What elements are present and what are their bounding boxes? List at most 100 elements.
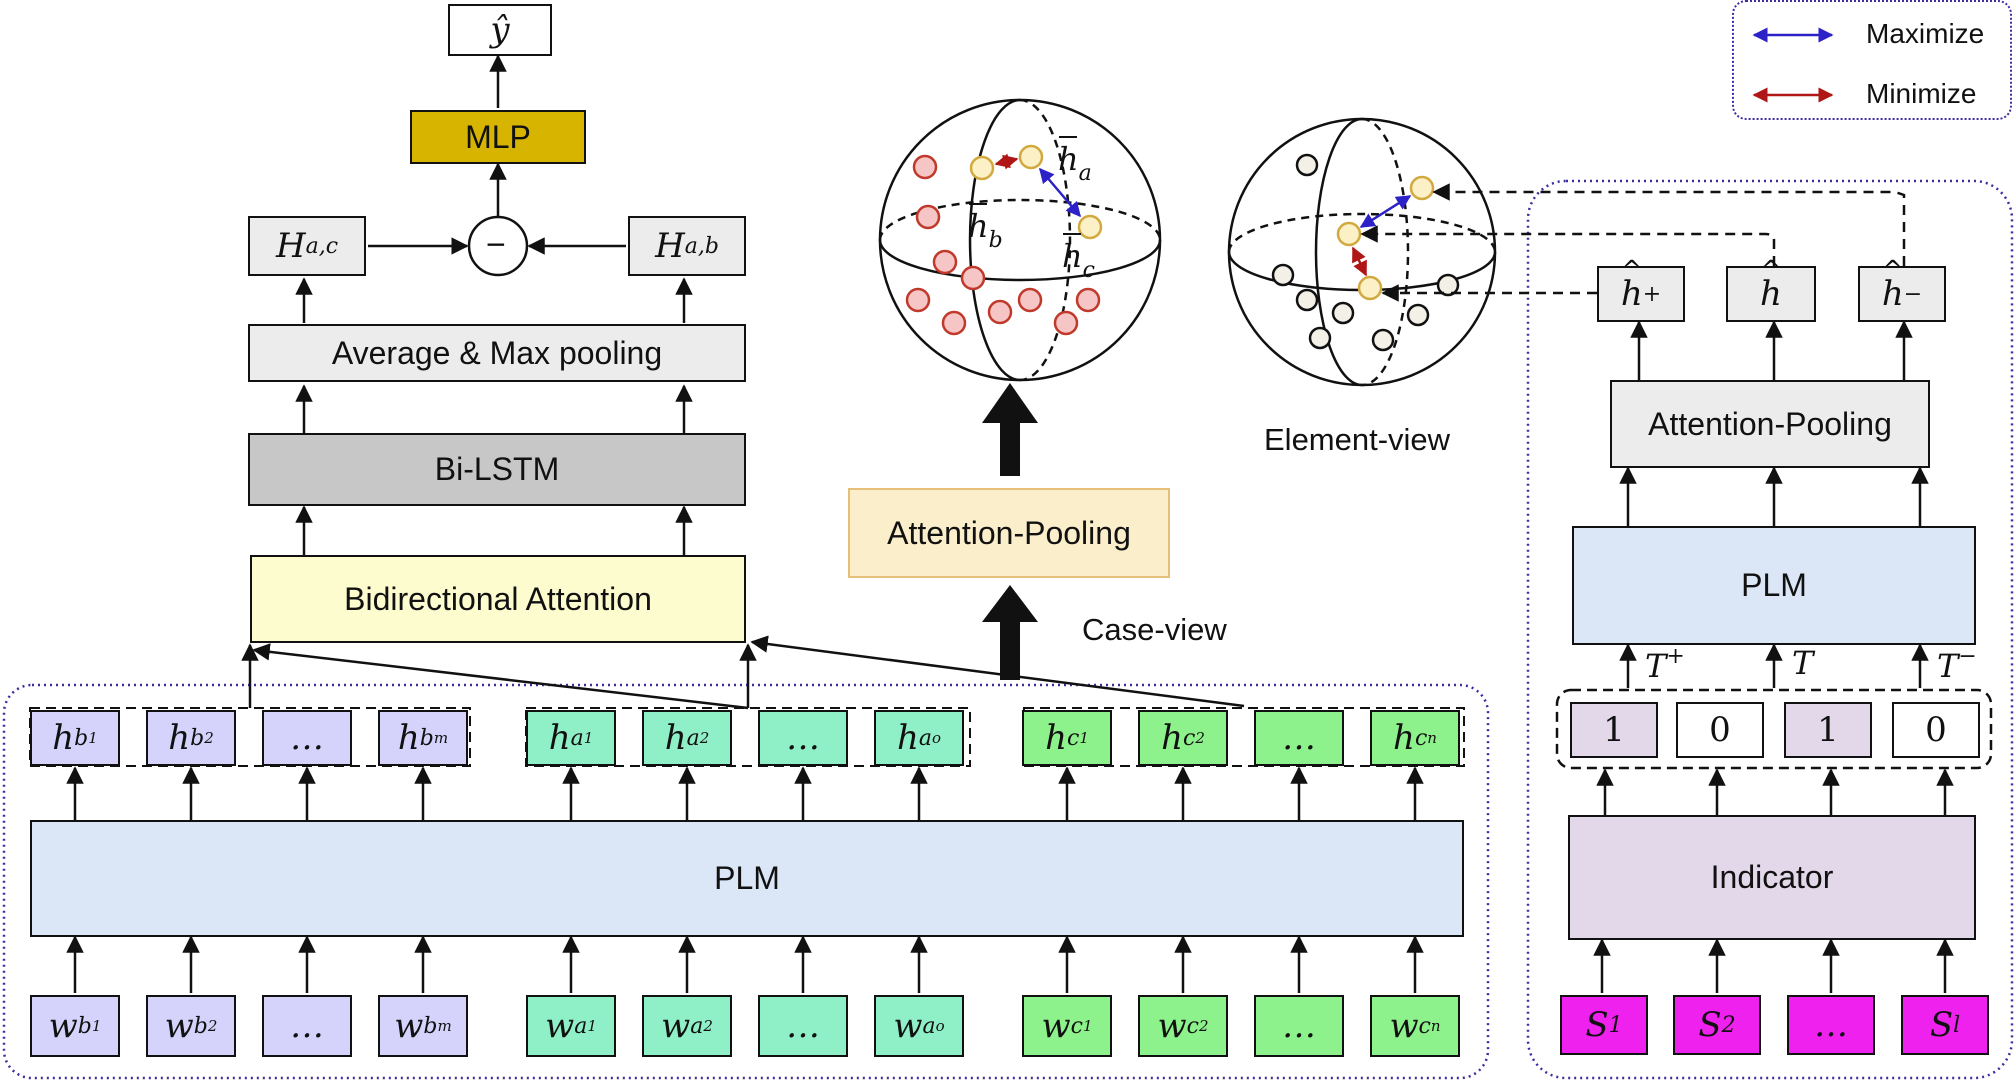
legend: Maximize Minimize (1732, 0, 2012, 120)
h-hat-minus-sup: − (1903, 281, 1923, 307)
h-hat-to-sphere-links (1360, 183, 1906, 302)
h-hat-minus-base: h (1882, 274, 1904, 314)
indicator-value: 0 (1925, 710, 1947, 750)
w-token-base: w (164, 1006, 194, 1046)
w-token-base: … (1282, 1006, 1316, 1046)
w-token-subsub: 1 (587, 1017, 597, 1035)
case-maximize-arrow (1039, 167, 1081, 218)
h-token-base: h (1045, 718, 1068, 758)
indicator-value-box: 0 (1676, 702, 1764, 758)
s-token-base: S (1698, 1005, 1722, 1045)
indicator-block: Indicator (1568, 815, 1976, 940)
w-token-base: … (290, 1006, 324, 1046)
element-attention-pooling-block: Attention-Pooling (1610, 380, 1930, 468)
w-token-sub: a (922, 1013, 936, 1039)
right-input-group-border (1526, 179, 2014, 1080)
w-token-sub: a (690, 1013, 704, 1039)
t-plus-label: T+ (1645, 644, 1685, 685)
h-hat-plus-sup: + (1642, 281, 1662, 307)
w-token-subsub: 1 (1082, 1017, 1093, 1035)
w-token-base: w (1389, 1006, 1419, 1046)
s-token-sub: 1 (1608, 1012, 1623, 1038)
h-token-base: h (397, 718, 420, 758)
w-token-sub: b (77, 1013, 92, 1039)
w-token-subsub: 2 (703, 1017, 713, 1035)
h-token-subsub: 2 (699, 729, 710, 747)
h-hat-plus-node: h+ (1597, 266, 1685, 322)
w-token-base: … (786, 1006, 820, 1046)
h-hat-minus-node: h− (1858, 266, 1946, 322)
legend-minimize-arrow (1752, 87, 1834, 103)
w-token-subsub: n (1430, 1017, 1441, 1035)
h-token-sub: b (190, 725, 205, 751)
h-token-base: h (548, 718, 571, 758)
element-view-neutral-points (1271, 153, 1460, 352)
h-hat-node: h (1726, 266, 1816, 322)
left-input-group-border (2, 683, 1490, 1080)
sphere-label-ha: ha (1058, 136, 1092, 186)
mlp-label: MLP (465, 118, 531, 155)
average-max-pooling-block: Average & Max pooling (248, 324, 746, 382)
w-token-sub: c (1418, 1013, 1431, 1039)
w-token: … (758, 995, 848, 1057)
h-ab-sub: a,b (684, 233, 719, 259)
s-token-sub: l (1953, 1012, 1961, 1038)
s-token-sub: 2 (1721, 1012, 1736, 1038)
legend-maximize-arrow (1752, 27, 1834, 43)
w-token-subsub: m (437, 1017, 452, 1035)
w-token-sub: b (193, 1013, 208, 1039)
h-token-sub: a (918, 725, 932, 751)
h-token-subsub: 1 (88, 729, 98, 747)
w-token-base: w (545, 1006, 575, 1046)
w-token-base: w (1041, 1006, 1071, 1046)
h-token-subsub: o (932, 729, 942, 747)
case-view-label: Case-view (1082, 612, 1227, 647)
hb-sub: b (988, 228, 1003, 253)
h-ac-sub: a,c (305, 233, 339, 259)
w-token-base: w (893, 1006, 923, 1046)
w-token-base: w (1157, 1006, 1187, 1046)
element-minimize-arrow (1351, 246, 1368, 277)
y-hat-output: ŷ (448, 4, 552, 56)
h-token-base: h (168, 718, 191, 758)
t-minus-base: T (1937, 647, 1959, 685)
thick-arrow-upper (982, 383, 1038, 476)
h-token-subsub: n (1427, 729, 1437, 747)
indicator-values-dash (1555, 688, 1993, 770)
h-token-base: h (1161, 718, 1184, 758)
h-token: … (1254, 710, 1344, 766)
w-token-sub: c (1070, 1013, 1083, 1039)
h-token-base: … (1282, 718, 1316, 758)
bi-lstm-block: Bi-LSTM (248, 433, 746, 506)
plm-to-h-arrows (66, 766, 1424, 820)
h-hat-plus-base: h (1621, 274, 1643, 314)
case-attention-pooling-label: Attention-Pooling (887, 514, 1131, 551)
h-token-sub: a (570, 725, 584, 751)
bidirectional-attention-block: Bidirectional Attention (250, 555, 746, 643)
w-token-subsub: 2 (207, 1017, 218, 1035)
ha-sub: a (1078, 161, 1092, 186)
s-token-base: S (1585, 1005, 1609, 1045)
case-view-sphere (878, 98, 1162, 382)
w-token: … (262, 995, 352, 1057)
h-token-base: h (1393, 718, 1415, 758)
h-token-sub: a (686, 725, 700, 751)
h-token-sub: c (1414, 725, 1428, 751)
h-token: … (758, 710, 848, 766)
hc-sub: c (1082, 258, 1095, 283)
h-hat-base: h (1760, 274, 1782, 314)
